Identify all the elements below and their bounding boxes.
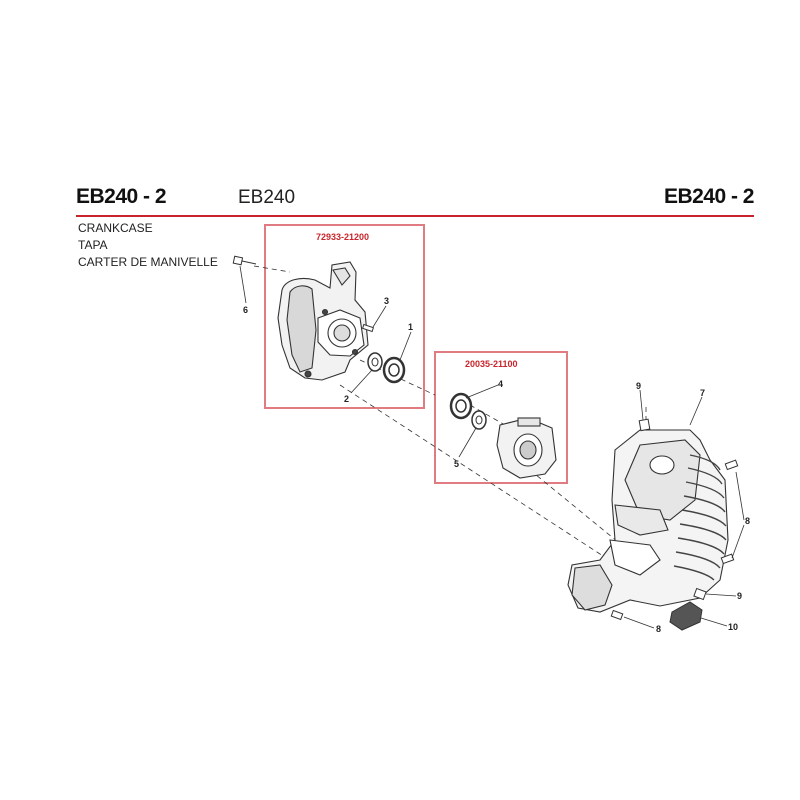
bearing-part-1[interactable] [382, 356, 406, 384]
screw-part-9-bottom[interactable] [693, 587, 707, 601]
model-title-left: EB240 - 2 [76, 185, 167, 208]
kit-part-number-1: 72933-21200 [316, 232, 369, 242]
kit-box-crankcase-half[interactable] [434, 351, 568, 484]
section-name-es: TAPA [78, 238, 108, 252]
crankcase-inner-half[interactable] [496, 417, 557, 479]
model-title-right: EB240 - 2 [663, 185, 755, 208]
callout-6: 6 [243, 305, 248, 315]
screw-part-8-lower[interactable] [610, 609, 624, 621]
dowel-pin-part-3[interactable] [361, 323, 375, 333]
callout-8-bottom: 8 [656, 624, 661, 634]
bolt-part-6[interactable] [232, 255, 257, 266]
header-rule [76, 215, 754, 217]
callout-9-bottom: 9 [737, 591, 742, 601]
damper-part-10[interactable] [669, 601, 703, 631]
callout-7: 7 [700, 388, 705, 398]
screw-part-9-top[interactable] [638, 418, 651, 432]
callout-8-right: 8 [745, 516, 750, 526]
screw-part-8-upper[interactable] [724, 459, 739, 471]
callout-10: 10 [728, 622, 738, 632]
callout-9-top: 9 [636, 381, 641, 391]
section-name-fr: CARTER DE MANIVELLE [78, 255, 218, 269]
callout-3: 3 [384, 296, 389, 306]
model-title-center: EB240 [238, 187, 296, 208]
callout-2: 2 [344, 394, 349, 404]
oil-seal-part-2[interactable] [367, 352, 383, 372]
callout-1: 1 [408, 322, 413, 332]
kit-box-crankcase[interactable] [264, 224, 425, 409]
bearing-part-4[interactable] [449, 392, 473, 420]
section-name-en: CRANKCASE [78, 221, 153, 235]
callout-5: 5 [454, 459, 459, 469]
oil-seal-part-5[interactable] [471, 410, 487, 430]
callout-4: 4 [498, 379, 503, 389]
kit-part-number-2: 20035-21100 [465, 359, 518, 369]
callout-leader-lines [239, 265, 745, 629]
crankcase-housing[interactable] [277, 261, 369, 381]
fan-housing-part-7[interactable] [567, 429, 729, 613]
